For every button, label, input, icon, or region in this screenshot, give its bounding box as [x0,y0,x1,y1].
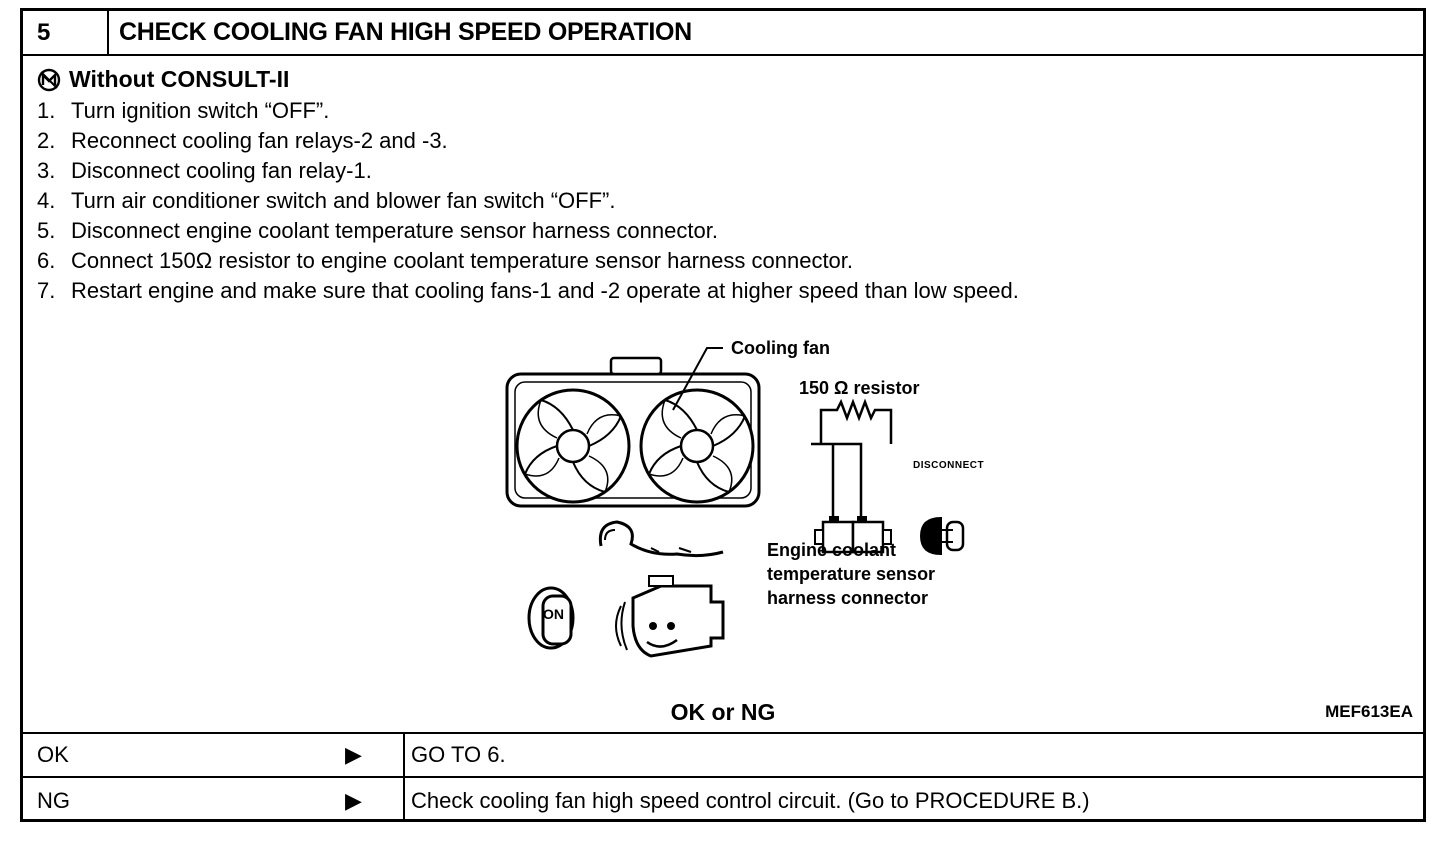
connector-label-line2: temperature sensor [767,564,936,584]
arrow-right-icon: ▶ [345,742,362,767]
result-action: GO TO 6. [411,742,506,767]
step-list: 1.Turn ignition switch “OFF”. 2.Reconnec… [37,96,1019,306]
result-key: NG [37,788,70,813]
list-item: 3.Disconnect cooling fan relay-1. [37,158,372,183]
list-item: 2.Reconnect cooling fan relays-2 and -3. [37,128,448,153]
connector-label-line1: Engine coolant [767,540,897,560]
method-heading: Without CONSULT-II [37,66,289,93]
key-on-label: ON [543,606,564,622]
list-item: 4.Turn air conditioner switch and blower… [37,188,616,213]
row-divider [403,734,405,776]
result-key: OK [37,742,69,767]
step-number: 5 [23,11,109,54]
step-header: 5 CHECK COOLING FAN HIGH SPEED OPERATION [23,11,1423,56]
figure-code: MEF613EA [1325,702,1413,721]
method-label: Without CONSULT-II [69,66,290,92]
list-item: 1.Turn ignition switch “OFF”. [37,98,330,123]
table-row: OK ▶ GO TO 6. [23,732,1423,776]
list-item: 7.Restart engine and make sure that cool… [37,278,1019,303]
list-item: 5.Disconnect engine coolant temperature … [37,218,718,243]
step-body: Without CONSULT-II 1.Turn ignition switc… [23,56,1423,740]
illustration: Cooling fan 150 Ω resistor DISCONNECT En… [501,326,1001,666]
result-action: Check cooling fan high speed control cir… [411,788,1090,813]
decision-label: OK or NG [670,699,776,725]
cooling-fan-label: Cooling fan [731,338,830,358]
row-divider [403,778,405,822]
connector-label-line3: harness connector [767,588,929,608]
disconnect-label: DISCONNECT [913,460,985,471]
cooling-fan-illustration [505,347,965,658]
list-item: 6.Connect 150Ω resistor to engine coolan… [37,248,854,273]
arrow-right-icon: ▶ [345,788,362,813]
procedure-table: 5 CHECK COOLING FAN HIGH SPEED OPERATION… [20,8,1426,822]
table-row: NG ▶ Check cooling fan high speed contro… [23,776,1423,822]
step-title: CHECK COOLING FAN HIGH SPEED OPERATION [119,18,692,46]
resistor-label: 150 Ω resistor [799,378,920,398]
consult-off-icon [37,68,61,91]
